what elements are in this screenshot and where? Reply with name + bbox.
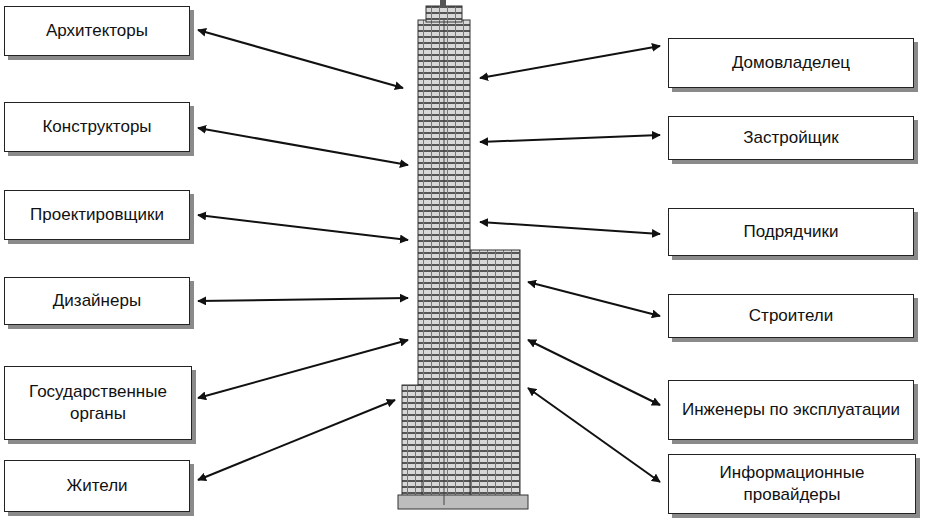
tower — [418, 20, 470, 505]
role-box: Жители — [4, 460, 190, 512]
double-arrow — [198, 298, 408, 301]
role-box: Конструкторы — [4, 102, 190, 152]
double-arrow — [198, 400, 395, 480]
double-arrow — [480, 222, 660, 234]
role-label: Домовладелец — [732, 52, 850, 74]
role-label: Инженеры по эксплуатации — [682, 399, 900, 421]
role-label: Государственные органы — [13, 381, 183, 425]
base — [398, 495, 528, 509]
role-box: Строители — [668, 294, 914, 338]
role-label: Дизайнеры — [53, 290, 141, 312]
role-box: Проектировщики — [4, 190, 190, 240]
role-label: Архитекторы — [46, 20, 148, 42]
role-label: Проектировщики — [30, 204, 164, 226]
role-label: Жители — [66, 475, 127, 497]
podium-left — [402, 385, 422, 505]
role-label: Подрядчики — [744, 221, 839, 243]
annex — [470, 250, 520, 505]
role-box: Домовладелец — [668, 38, 914, 88]
role-label: Информационные провайдеры — [677, 462, 907, 506]
role-box: Подрядчики — [668, 208, 914, 256]
role-box: Дизайнеры — [4, 277, 190, 325]
double-arrow — [198, 215, 408, 240]
role-box: Информационные провайдеры — [668, 454, 916, 514]
role-box: Застройщик — [668, 116, 914, 160]
skyscraper — [398, 0, 528, 509]
role-box: Архитекторы — [4, 6, 190, 56]
role-label: Конструкторы — [42, 116, 151, 138]
role-label: Застройщик — [743, 127, 838, 149]
role-box: Инженеры по эксплуатации — [668, 380, 914, 440]
double-arrow — [198, 128, 408, 165]
arrows — [198, 30, 660, 482]
spire — [440, 0, 446, 7]
double-arrow — [480, 135, 660, 142]
role-label: Строители — [749, 305, 833, 327]
tower-top — [426, 6, 462, 22]
double-arrow — [198, 30, 403, 88]
double-arrow — [528, 388, 660, 482]
double-arrow — [528, 282, 660, 316]
double-arrow — [480, 46, 660, 78]
tower-edge — [444, 20, 445, 505]
double-arrow — [198, 340, 408, 398]
double-arrow — [528, 340, 660, 405]
role-box: Государственные органы — [4, 366, 192, 440]
